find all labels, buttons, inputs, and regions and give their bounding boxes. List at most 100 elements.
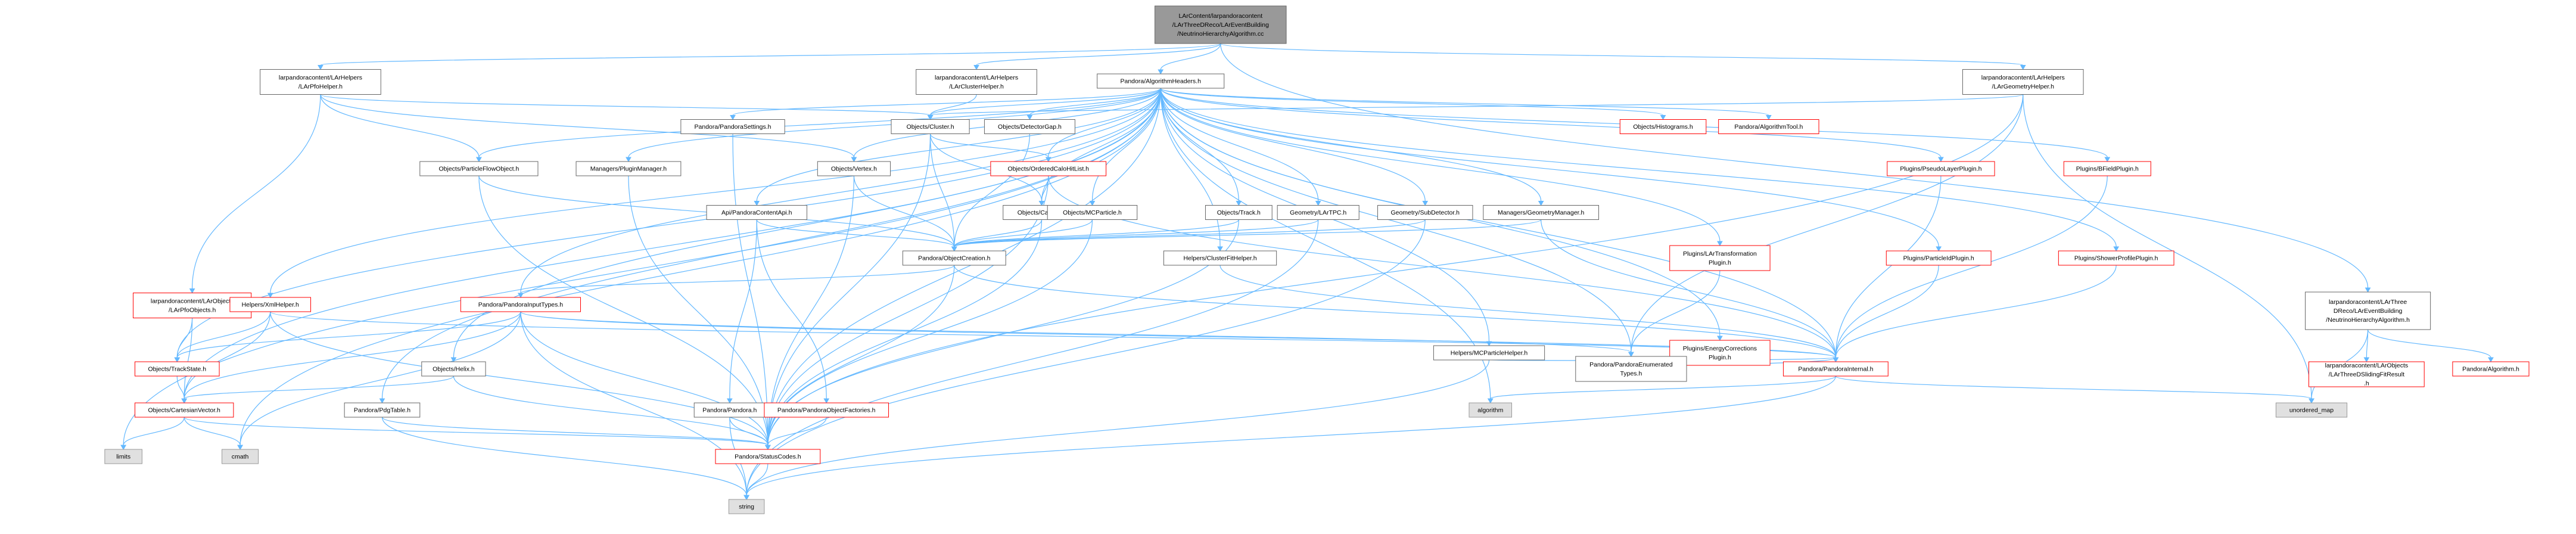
node-nuhierarchy[interactable]: larpandoracontent/LArThreeDReco/LArEvent… (2305, 291, 2431, 330)
node-box (693, 402, 766, 418)
node-trackstate[interactable]: Objects/TrackState.h (135, 361, 220, 377)
node-box (715, 449, 821, 464)
node-geommgr[interactable]: Managers/GeometryManager.h (1483, 205, 1600, 220)
node-box (990, 161, 1107, 176)
edge-calohit-to-objcreation (951, 219, 1043, 252)
node-histograms[interactable]: Objects/Histograms.h (1619, 119, 1707, 134)
node-label: unordered_map (2289, 407, 2334, 414)
node-subdet[interactable]: Geometry/SubDetector.h (1377, 205, 1473, 220)
node-helix[interactable]: Objects/Helix.h (421, 361, 486, 377)
node-label: Objects/Histograms.h (1633, 123, 1693, 131)
node-clusterfit[interactable]: Helpers/ClusterFitHelper.h (1163, 250, 1277, 266)
node-label: string (739, 504, 754, 511)
node-box (2275, 402, 2348, 418)
edge-root-to-clusterhelper (973, 43, 1221, 70)
node-label: Pandora/AlgorithmHeaders.h (1121, 78, 1202, 85)
node-algtool[interactable]: Pandora/AlgorithmTool.h (1718, 119, 1819, 134)
node-pluginmgr[interactable]: Managers/PluginManager.h (575, 161, 682, 176)
node-label: Helpers/XmlHelper.h (242, 302, 299, 309)
node-cartesian[interactable]: Objects/CartesianVector.h (135, 402, 234, 418)
edge-larpfoobjects-to-cartesian (181, 318, 193, 404)
node-label: Objects/MCParticle.h (1063, 209, 1122, 216)
node-box (706, 205, 807, 220)
node-unithelper[interactable]: Helpers/XmlHelper.h (229, 297, 312, 312)
node-algheaders[interactable]: Pandora/AlgorithmHeaders.h (1097, 73, 1225, 89)
node-detgap[interactable]: Objects/DetectorGap.h (984, 119, 1075, 134)
edge-cluster-to-objcreation (929, 134, 957, 252)
node-particleid[interactable]: Plugins/ParticleIdPlugin.h (1886, 250, 1992, 266)
edge-algheaders-to-calohit (1038, 88, 1161, 206)
node-label: Objects/Track.h (1217, 209, 1261, 216)
node-vertex[interactable]: Objects/Vertex.h (817, 161, 891, 176)
node-box (2305, 291, 2431, 330)
edge-pfohelper-to-larpfoobjects (189, 94, 321, 294)
edge-pseudolayer-to-internal (1833, 175, 1942, 363)
edge-algheaders-to-histograms (1160, 88, 1666, 120)
edge-bfield-to-internal (1833, 175, 2108, 363)
node-geomhelper[interactable]: larpandoracontent/LArHelpers/LArGeometry… (1962, 69, 2084, 95)
edge-pdgtable-to-string (381, 417, 749, 501)
node-inputtypes[interactable]: Pandora/PandoraInputTypes.h (460, 297, 581, 312)
node-label: larpandoracontent/LArHelpers (935, 74, 1018, 82)
node-pandorah[interactable]: Pandora/Pandora.h (693, 402, 766, 418)
node-box (2058, 250, 2174, 266)
node-pdgtable[interactable]: Pandora/PdgTable.h (344, 402, 421, 418)
node-label: Pandora/Algorithm.h (2462, 366, 2519, 373)
node-slidingfit[interactable]: larpandoracontent/LArObjects/LArThreeDSl… (2309, 361, 2425, 387)
node-label: .h (2364, 380, 2369, 387)
node-box (984, 119, 1075, 134)
node-box (1669, 245, 1771, 271)
edge-algheaders-to-mcparticle (1089, 88, 1161, 206)
edge-geomhelper-to-cluster (927, 94, 2024, 120)
node-contentapi[interactable]: Api/PandoraContentApi.h (706, 205, 807, 220)
node-settings[interactable]: Pandora/PandoraSettings.h (680, 119, 785, 134)
node-box (1433, 345, 1545, 361)
edge-internal-to-algorithm (1487, 375, 1836, 404)
node-mcparticle[interactable]: Objects/MCParticle.h (1047, 205, 1138, 220)
node-label: Geometry/LArTPC.h (1290, 209, 1346, 216)
node-label: Objects/DetectorGap.h (998, 123, 1062, 131)
node-label: Managers/GeometryManager.h (1498, 209, 1584, 216)
node-box (680, 119, 785, 134)
node-track[interactable]: Objects/Track.h (1205, 205, 1273, 220)
node-pseudolayer[interactable]: Plugins/PseudoLayerPlugin.h (1887, 161, 1995, 176)
edge-internal-to-string (743, 375, 1836, 501)
node-clusterhelper[interactable]: larpandoracontent/LArHelpers/LArClusterH… (916, 69, 1037, 95)
node-pfo[interactable]: Objects/ParticleFlowObject.h (419, 161, 539, 176)
node-ordered[interactable]: Objects/OrderedCaloHitList.h (990, 161, 1107, 176)
node-root[interactable]: LArContent/larpandoracontent/LArThreeDRe… (1155, 5, 1287, 44)
node-label: larpandoracontent/LArObjects (151, 298, 234, 305)
node-label: Helpers/MCParticleHelper.h (1451, 350, 1528, 357)
edge-vertex-to-objcreation (853, 175, 957, 252)
node-box (229, 297, 312, 312)
node-bfield[interactable]: Plugins/BFieldPlugin.h (2063, 161, 2151, 176)
node-box (1483, 205, 1600, 220)
node-box (916, 69, 1037, 95)
node-label: Managers/PluginManager.h (590, 166, 667, 173)
node-mcphelper[interactable]: Helpers/MCParticleHelper.h (1433, 345, 1545, 361)
node-lartpc[interactable]: Geometry/LArTPC.h (1277, 205, 1359, 220)
node-showerprofile[interactable]: Plugins/ShowerProfilePlugin.h (2058, 250, 2174, 266)
node-algorithmh[interactable]: Pandora/Algorithm.h (2452, 361, 2530, 377)
edge-pandorah-to-statuscodes (729, 417, 771, 451)
node-label: Geometry/SubDetector.h (1390, 209, 1460, 216)
edge-pdgtable-to-statuscodes (381, 417, 771, 451)
node-pfohelper[interactable]: larpandoracontent/LArHelpers/LArPfoHelpe… (260, 69, 381, 95)
node-label: /NeutrinoHierarchyAlgorithm.h (2326, 316, 2410, 324)
node-box (1155, 5, 1287, 44)
node-cluster[interactable]: Objects/Cluster.h (891, 119, 970, 134)
edge-cluster-to-statuscodes (765, 134, 931, 451)
node-box (817, 161, 891, 176)
node-internal[interactable]: Pandora/PandoraInternal.h (1782, 361, 1889, 377)
node-limits: limits (104, 449, 142, 464)
node-objfactories[interactable]: Pandora/PandoraObjectFactories.h (764, 402, 889, 418)
node-box (1377, 205, 1473, 220)
node-box (1782, 361, 1889, 377)
node-label: Pandora/PandoraEnumerated (1589, 361, 1673, 368)
node-statuscodes[interactable]: Pandora/StatusCodes.h (715, 449, 821, 464)
edge-algheaders-to-cmath (237, 88, 1161, 451)
node-label: /LArPfoObjects.h (169, 307, 216, 314)
node-objcreation[interactable]: Pandora/ObjectCreation.h (902, 250, 1006, 266)
